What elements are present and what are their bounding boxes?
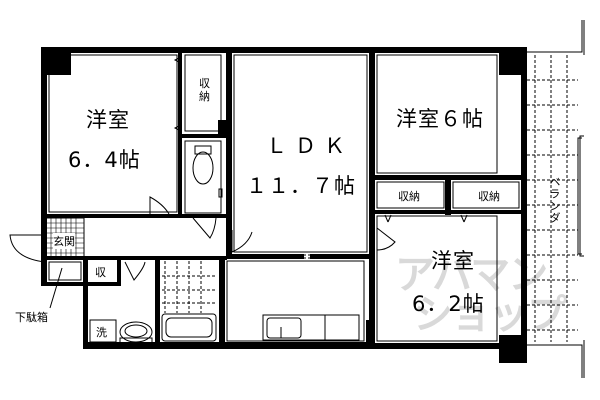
closet-mid-right-label: 収納 (478, 190, 500, 203)
entrance-label: 玄関 (53, 233, 75, 249)
small-storage-label: 収 (95, 266, 106, 279)
room-western-1-type: 洋室 (86, 108, 130, 132)
room-western-1-size: 6．4帖 (68, 148, 141, 172)
bathroom (161, 261, 217, 342)
washer-label: 洗 (96, 326, 107, 339)
room-ldk-size: １１．７帖 (246, 174, 356, 198)
kitchen-counter (262, 314, 360, 341)
closet-top-label: 収納 (199, 77, 213, 103)
balcony (527, 20, 585, 378)
closet-top-text: 収納 (199, 77, 210, 103)
room-ldk-type: ＬＤＫ (266, 134, 353, 158)
doors (9, 196, 468, 281)
balcony-label: ベランダ (548, 176, 561, 224)
shoe-box-label: 下駄箱 (15, 311, 48, 324)
walls (41, 47, 527, 363)
room-western-3-type: 洋室 (431, 249, 475, 273)
closet-mid-left-label: 収納 (398, 190, 420, 203)
room-western-3-size: 6．2帖 (412, 292, 485, 316)
toilet (192, 145, 223, 198)
watermark-line2: ショップ (413, 292, 567, 338)
room-western-2-label: 洋室６帖 (396, 107, 484, 131)
